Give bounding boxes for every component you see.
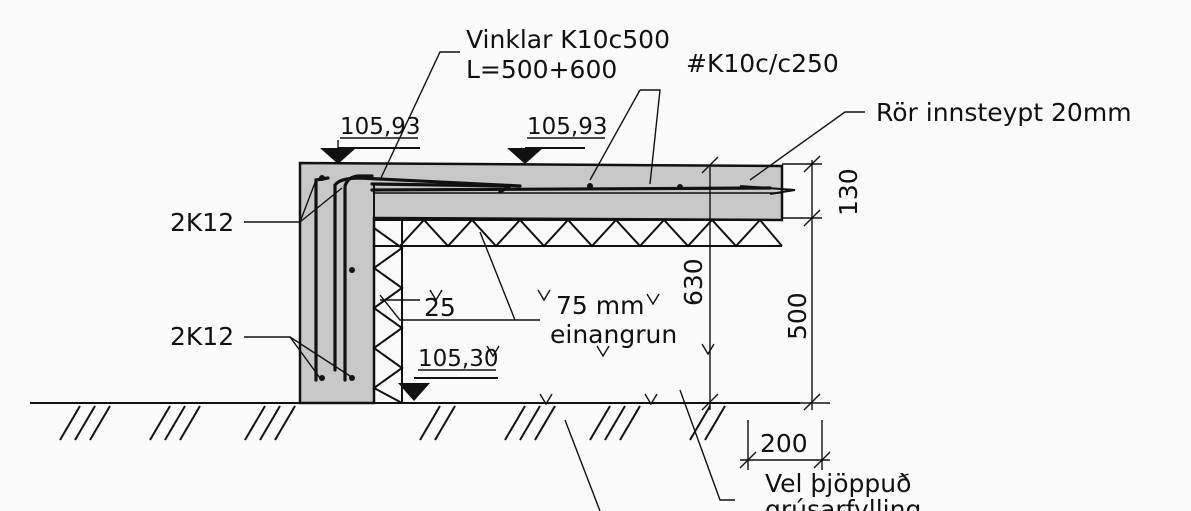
level-arrows <box>429 289 715 406</box>
label-elev-top-left: 105,93 <box>340 114 420 140</box>
ground-hatch <box>59 405 726 441</box>
rebar-slab-main <box>370 186 772 192</box>
insulation-vertical <box>372 220 404 404</box>
label-dim-130: 130 <box>834 168 863 216</box>
label-vinklar-length: L=500+600 <box>466 55 617 84</box>
rebar-dot-4 <box>319 375 325 381</box>
label-dim-25: 25 <box>424 293 456 322</box>
leader-lines <box>244 51 865 511</box>
label-fill-1: Vel þjöppuð <box>765 469 911 498</box>
elevation-marker-bottom <box>398 377 498 401</box>
rebar-dot-3 <box>319 175 325 181</box>
label-vinklar: Vinklar K10c500 <box>466 25 670 54</box>
rebar-angle <box>333 176 522 372</box>
label-mesh: #K10c/c250 <box>686 49 839 78</box>
label-insulation-1: 75 mm <box>556 291 644 320</box>
label-elev-top-mid: 105,93 <box>527 114 607 140</box>
dimension-lines <box>700 155 831 470</box>
label-fill-2: grúsarfylling <box>765 495 921 511</box>
label-insulation-2: einangrun <box>550 320 677 349</box>
elevation-marker-top-mid <box>507 147 585 164</box>
label-dim-500: 500 <box>783 292 812 340</box>
label-rebar-bottom: 2K12 <box>170 322 234 351</box>
label-pipe: Rör innsteypt 20mm <box>876 98 1132 127</box>
rebar-dot-6 <box>349 267 355 273</box>
insulation-horizontal <box>374 218 783 248</box>
label-dim-630: 630 <box>679 258 708 306</box>
elevation-marker-top-left <box>320 140 420 164</box>
rebar-dot-5 <box>349 375 355 381</box>
rebar-dot-1 <box>587 183 593 189</box>
rebar-dot-2 <box>677 184 683 190</box>
label-dim-200: 200 <box>760 429 808 458</box>
label-elev-bottom: 105,30 <box>418 346 498 372</box>
label-rebar-top: 2K12 <box>170 208 234 237</box>
pipe-embedded <box>739 185 796 195</box>
